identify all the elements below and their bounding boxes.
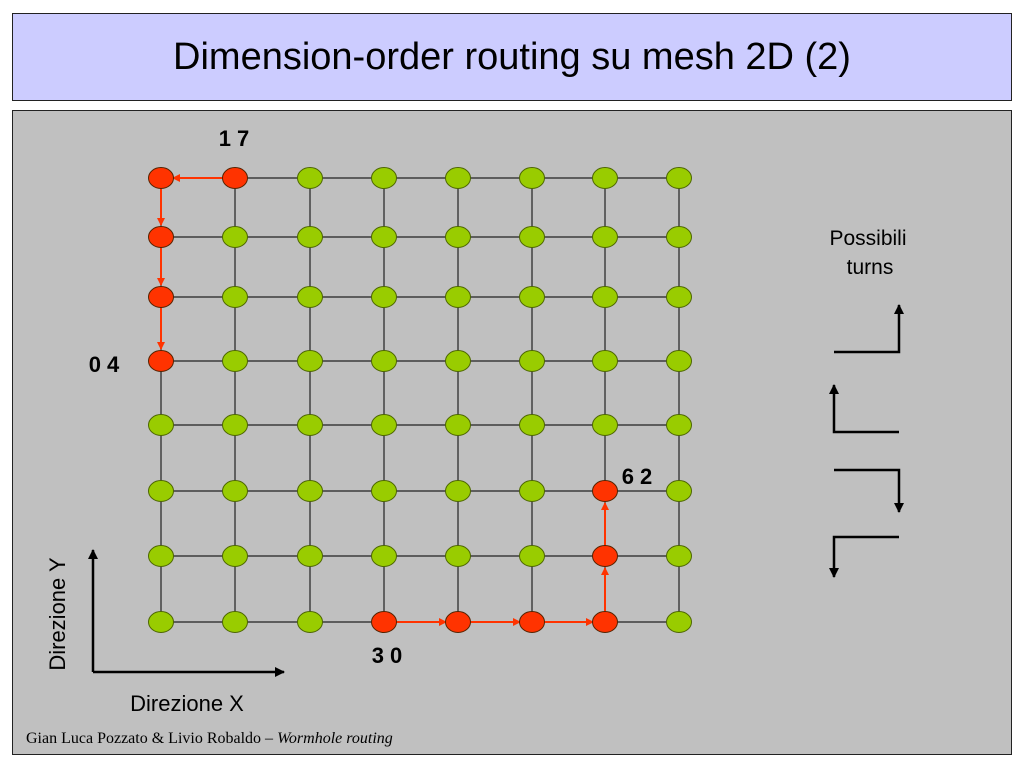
mesh-node (371, 480, 397, 502)
mesh-node (519, 350, 545, 372)
label-node-04: 0 4 (89, 352, 120, 377)
turns-label-line2: turns (847, 256, 894, 279)
route-node (519, 611, 545, 633)
mesh-node (445, 350, 471, 372)
mesh-node (371, 226, 397, 248)
mesh-node (666, 414, 692, 436)
mesh-node (222, 545, 248, 567)
mesh-node (445, 167, 471, 189)
mesh-node (222, 414, 248, 436)
route-node (592, 545, 618, 567)
mesh-node (297, 167, 323, 189)
mesh-node (519, 226, 545, 248)
mesh-node (592, 286, 618, 308)
mesh-node (666, 480, 692, 502)
mesh-node (519, 286, 545, 308)
mesh-node (666, 350, 692, 372)
mesh-node (371, 286, 397, 308)
turn-left-up-icon (829, 384, 899, 434)
mesh-node (222, 480, 248, 502)
mesh-node (371, 414, 397, 436)
mesh-node (445, 286, 471, 308)
label-node-30: 3 0 (372, 643, 403, 668)
title-bar: Dimension-order routing su mesh 2D (2) (12, 13, 1012, 101)
mesh-node (592, 350, 618, 372)
mesh-node (445, 545, 471, 567)
route-node (592, 611, 618, 633)
mesh-node (297, 545, 323, 567)
mesh-node (445, 414, 471, 436)
mesh-node (519, 480, 545, 502)
mesh-node (222, 350, 248, 372)
slide-title: Dimension-order routing su mesh 2D (2) (173, 35, 851, 78)
route-node (371, 611, 397, 633)
mesh-node (666, 167, 692, 189)
turns-label-line1: Possibili (829, 227, 906, 250)
mesh-node (222, 226, 248, 248)
route-path (157, 174, 609, 626)
mesh-node (666, 286, 692, 308)
mesh-node (371, 167, 397, 189)
mesh-node (519, 545, 545, 567)
footer-authors: Gian Luca Pozzato & Livio Robaldo – (26, 730, 278, 747)
footer: Gian Luca Pozzato & Livio Robaldo – Worm… (26, 730, 393, 748)
mesh-node (371, 350, 397, 372)
mesh-node (519, 414, 545, 436)
mesh-node (519, 167, 545, 189)
mesh-node (666, 611, 692, 633)
mesh-node (148, 414, 174, 436)
route-node (148, 350, 174, 372)
mesh-node (592, 167, 618, 189)
mesh-node (297, 286, 323, 308)
mesh-node (297, 226, 323, 248)
label-node-17: 1 7 (219, 126, 250, 151)
mesh-node (222, 286, 248, 308)
mesh-nodes (148, 167, 692, 633)
turn-left-down-icon (829, 535, 899, 578)
mesh-node (297, 350, 323, 372)
mesh-node (371, 545, 397, 567)
mesh-node (445, 226, 471, 248)
x-axis-label: Direzione X (130, 691, 244, 716)
mesh-node (592, 226, 618, 248)
mesh-node (148, 545, 174, 567)
mesh-node (297, 414, 323, 436)
route-node (592, 480, 618, 502)
mesh-node (297, 611, 323, 633)
mesh-node (222, 611, 248, 633)
mesh-node (666, 545, 692, 567)
mesh-node (445, 480, 471, 502)
route-node (148, 167, 174, 189)
route-node (445, 611, 471, 633)
mesh-node (148, 611, 174, 633)
footer-topic: Wormhole routing (277, 730, 393, 747)
turn-right-down-icon (834, 468, 904, 513)
mesh-node (592, 414, 618, 436)
y-axis-label: Direzione Y (45, 557, 70, 671)
mesh-node (297, 480, 323, 502)
route-node (222, 167, 248, 189)
label-node-62: 6 2 (622, 464, 653, 489)
turn-right-up-icon (834, 304, 904, 354)
mesh-node (666, 226, 692, 248)
route-node (148, 286, 174, 308)
mesh-node (148, 480, 174, 502)
route-node (148, 226, 174, 248)
